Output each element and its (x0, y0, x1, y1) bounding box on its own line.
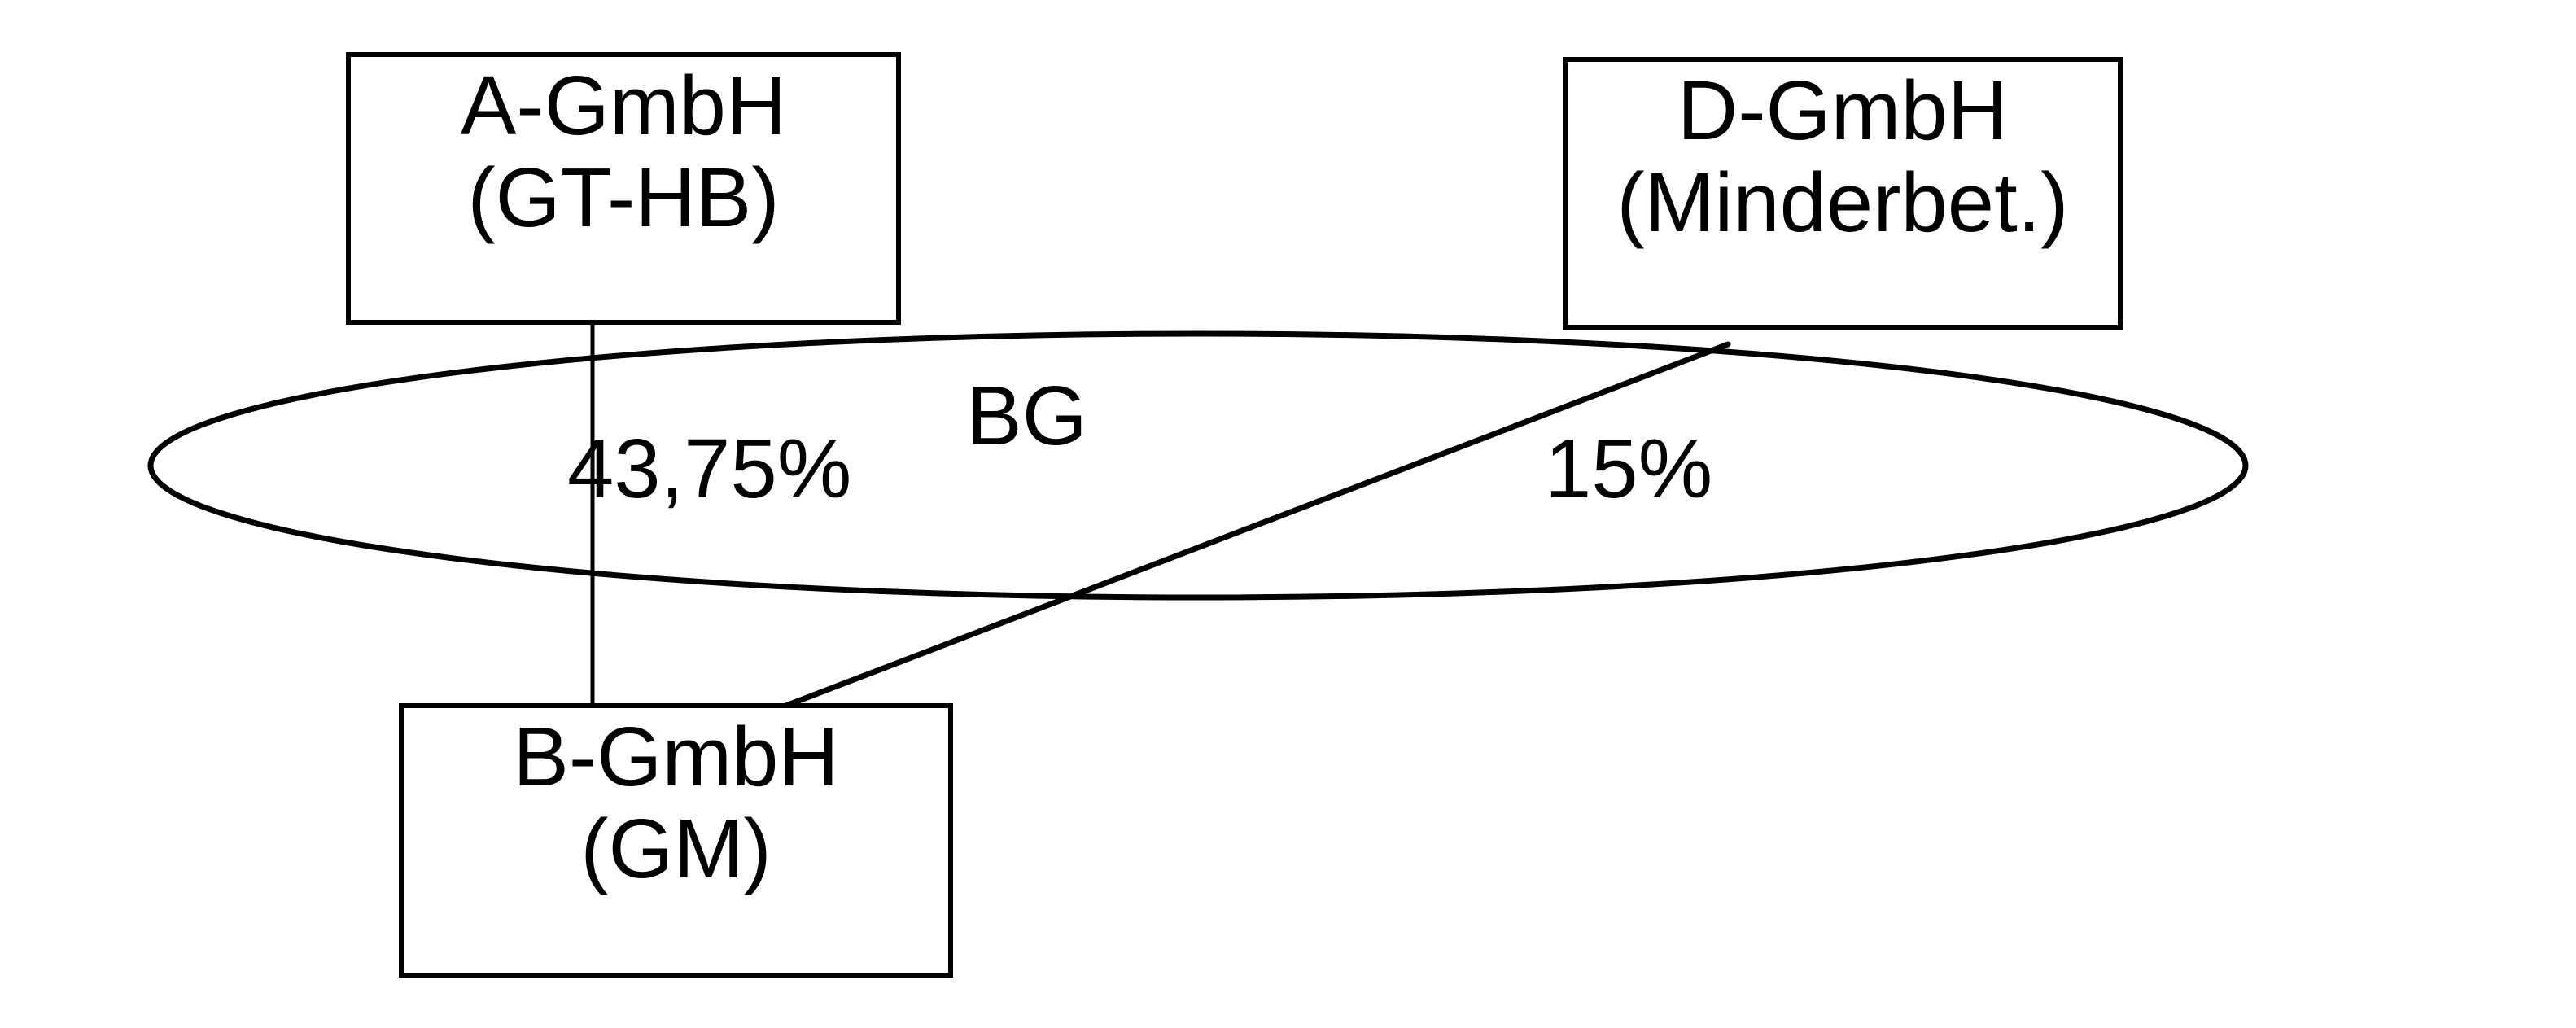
node-a-gmbh-name: A-GmbH (460, 59, 787, 152)
node-a-gmbh-role: (GT-HB) (467, 151, 780, 244)
edge-d-to-b-label: 15% (1545, 422, 1713, 515)
node-d-gmbh-name: D-GmbH (1677, 63, 2009, 157)
node-a-gmbh: A-GmbH (GT-HB) (346, 52, 901, 325)
node-b-gmbh-role: (GM) (580, 802, 772, 895)
node-b-gmbh: B-GmbH (GM) (399, 703, 953, 978)
bg-group-label: BG (966, 369, 1087, 462)
edge-d-to-b-line (781, 341, 1731, 710)
edge-a-to-b-label: 43,75% (567, 422, 852, 515)
bg-ellipse (147, 330, 2249, 601)
node-d-gmbh-role: (Minderbet.) (1616, 155, 2069, 249)
node-b-gmbh-name: B-GmbH (513, 710, 839, 803)
node-d-gmbh: D-GmbH (Minderbet.) (1563, 57, 2123, 330)
